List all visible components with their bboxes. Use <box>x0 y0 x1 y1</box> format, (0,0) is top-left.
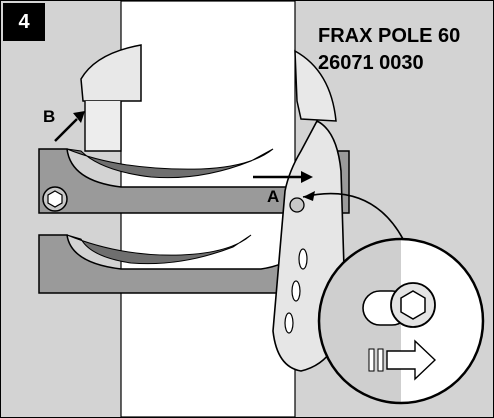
leader-arrowhead <box>303 191 315 201</box>
strap-slot-1 <box>298 248 308 270</box>
product-name: FRAX POLE 60 <box>318 25 461 47</box>
arrow-b-head <box>73 111 85 123</box>
callout-b: B <box>43 107 56 126</box>
arrow-a-head <box>301 171 313 183</box>
detail-circle-border <box>317 237 485 405</box>
hex-socket-bolt-icon <box>47 190 63 208</box>
product-title: FRAX POLE 60 26071 0030 <box>318 23 460 77</box>
arrow-right-icon <box>368 339 437 381</box>
arrow-b-shaft <box>54 118 78 142</box>
lower-pad-inner <box>66 234 252 265</box>
callout-a: A <box>267 187 280 206</box>
right-bolt-head <box>289 197 305 213</box>
bracket-upper-left <box>80 44 142 102</box>
bracket-upper-right <box>294 49 337 122</box>
bracket-side <box>84 101 122 152</box>
upper-pad-inner <box>66 148 274 179</box>
strap-slot-2 <box>291 280 301 302</box>
product-code: 26071 0030 <box>318 52 424 74</box>
strap-slot-3 <box>284 312 294 334</box>
leader-line <box>302 192 404 240</box>
step-number-badge: 4 <box>3 3 45 41</box>
